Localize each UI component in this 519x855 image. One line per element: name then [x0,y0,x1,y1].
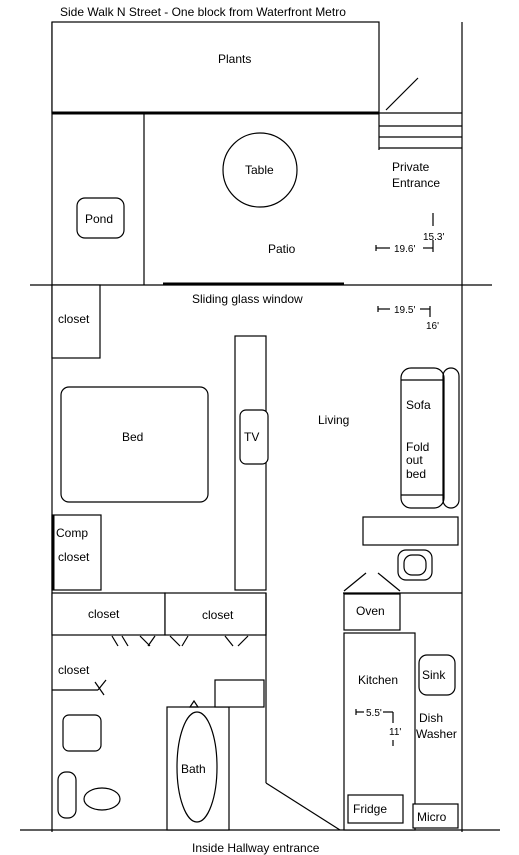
street-label: Side Walk N Street - One block from Wate… [60,5,346,19]
comp-closet-label-2: closet [58,550,90,564]
private-entrance-label-2: Entrance [392,176,440,190]
toilet-bowl [83,787,121,811]
patio-width-dimension: 19.6' [394,244,415,255]
patio-depth-dimension: 15.3' [423,232,444,243]
table-label: Table [245,163,274,177]
kitchen-label: Kitchen [358,673,398,687]
bath-label: Bath [181,762,206,776]
plants-planter: Plants [51,21,380,115]
fridge-label: Fridge [353,802,387,816]
sliding-window-label: Sliding glass window [192,292,303,306]
bathroom: closet Bath [52,593,341,831]
micro-label: Micro [417,810,447,824]
living-width-dimension: 19.5' [394,305,415,316]
closet-middle-left-label: closet [88,607,120,621]
kitchen-sink [418,654,456,696]
bathtub-basin [176,711,218,823]
pond-label: Pond [85,212,113,226]
closets-row: closet closet [51,592,267,647]
living-dimensions: 19.5' 16' [377,305,439,332]
oven [343,593,401,631]
sofa: Sofa Fold out bed [400,367,460,509]
toilet-tank [57,771,77,819]
kitchen-depth-dimension: 11' [389,727,401,738]
comp-closet [51,514,102,591]
pond [76,197,125,239]
coffee-table [362,516,459,546]
fold-out-bed-label-3: bed [406,467,426,481]
plants-label: Plants [218,52,251,66]
patio-table [222,132,298,208]
fold-out-bed-label-1: Fold [406,440,429,454]
tv [239,409,269,465]
dishwasher-label-2: Washer [416,727,457,741]
sink-label: Sink [422,668,446,682]
comp-closet-label-1: Comp [56,526,88,540]
closet-top-left-label: closet [58,312,90,326]
closet-top-left [51,284,101,359]
bed-label: Bed [122,430,143,444]
microwave [412,803,459,829]
closet-middle-right-label: closet [202,608,234,622]
fridge [347,794,404,824]
oven-label: Oven [356,604,385,618]
hallway-entrance-label: Inside Hallway entrance [192,841,320,855]
tv-label: TV [244,430,259,444]
bathroom-sink [62,714,102,752]
sofa-label: Sofa [406,398,431,412]
patio-area: Table Pond Patio Private Entrance 15.3' … [76,77,462,285]
living-label: Living [318,413,349,427]
bed [60,386,209,503]
living-depth-dimension: 16' [426,321,439,332]
closet-lower-left-label: closet [58,663,90,677]
private-entrance-label-1: Private [392,160,430,174]
bath-shelf [214,679,265,708]
kitchen-width-dimension: 5.5' [366,708,382,719]
fold-out-bed-label-2: out [406,453,423,467]
bedroom: Bed TV Comp closet [51,335,269,591]
dishwasher-label-1: Dish [419,711,443,725]
patio-label: Patio [268,242,296,256]
kitchen: Oven Kitchen Sink 5.5' 11' Dish Washer F… [343,572,462,831]
exterior-walls [20,22,500,832]
